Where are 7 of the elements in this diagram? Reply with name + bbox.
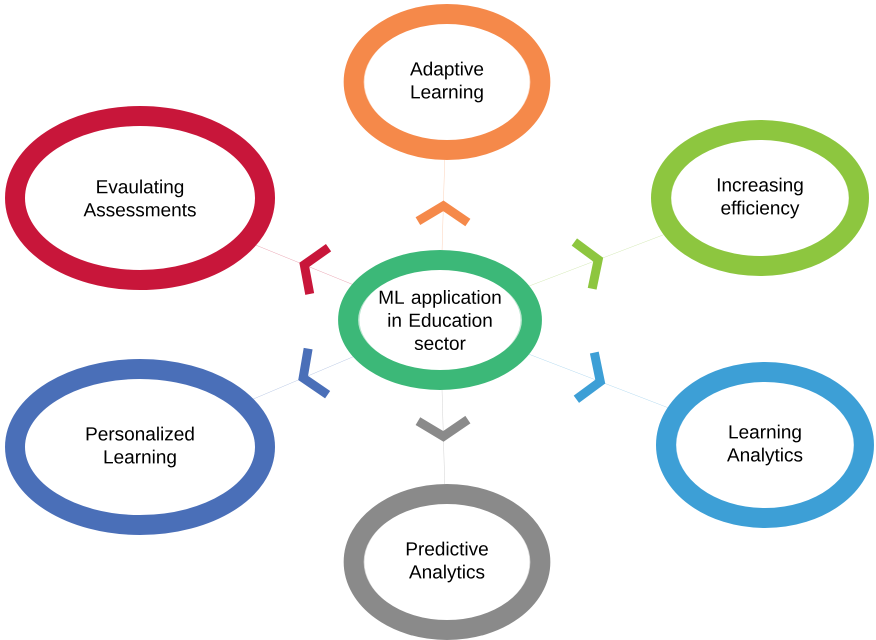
ring-node: Learning Analytics — [656, 362, 874, 528]
ring-node: Increasing efficiency — [651, 120, 869, 276]
ring-node: ML application in Education sector — [338, 250, 542, 390]
ring-node: Personalized Learning — [5, 359, 275, 535]
ring-node: Evaulating Assessments — [5, 106, 275, 290]
ring-node: Adaptive Learning — [344, 4, 550, 160]
ring-node: Predictive Analytics — [344, 484, 550, 640]
